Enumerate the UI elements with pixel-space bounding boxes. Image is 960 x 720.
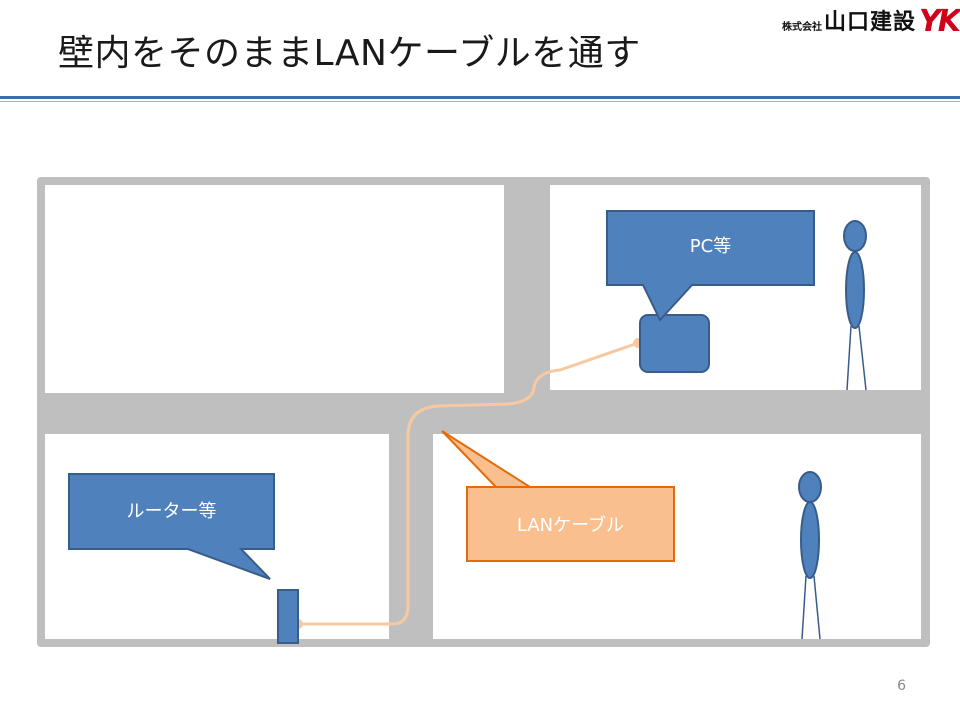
person-figure-top (843, 220, 867, 391)
slide-title: 壁内をそのままLANケーブルを通す (58, 33, 641, 74)
page-number: 6 (897, 678, 906, 694)
router-callout (68, 473, 275, 580)
person-figure-bottom (798, 471, 822, 640)
pc-callout (606, 210, 815, 322)
header-rule (0, 96, 960, 99)
lan-cable (298, 341, 639, 626)
header-rule-thin (0, 101, 960, 102)
pc-device (639, 314, 710, 373)
cable-label: LANケーブル (516, 515, 625, 536)
cable-callout (441, 430, 675, 562)
company-logo: 株式会社 山口建設 YK (782, 2, 960, 39)
logo-mark: YK (919, 4, 960, 39)
room-top-left (45, 185, 504, 393)
router-label: ルーター等 (126, 501, 217, 522)
router-device (277, 589, 299, 644)
logo-prefix: 株式会社 (782, 22, 822, 33)
logo-name: 山口建設 (824, 10, 917, 35)
pc-label: PC等 (689, 236, 732, 257)
